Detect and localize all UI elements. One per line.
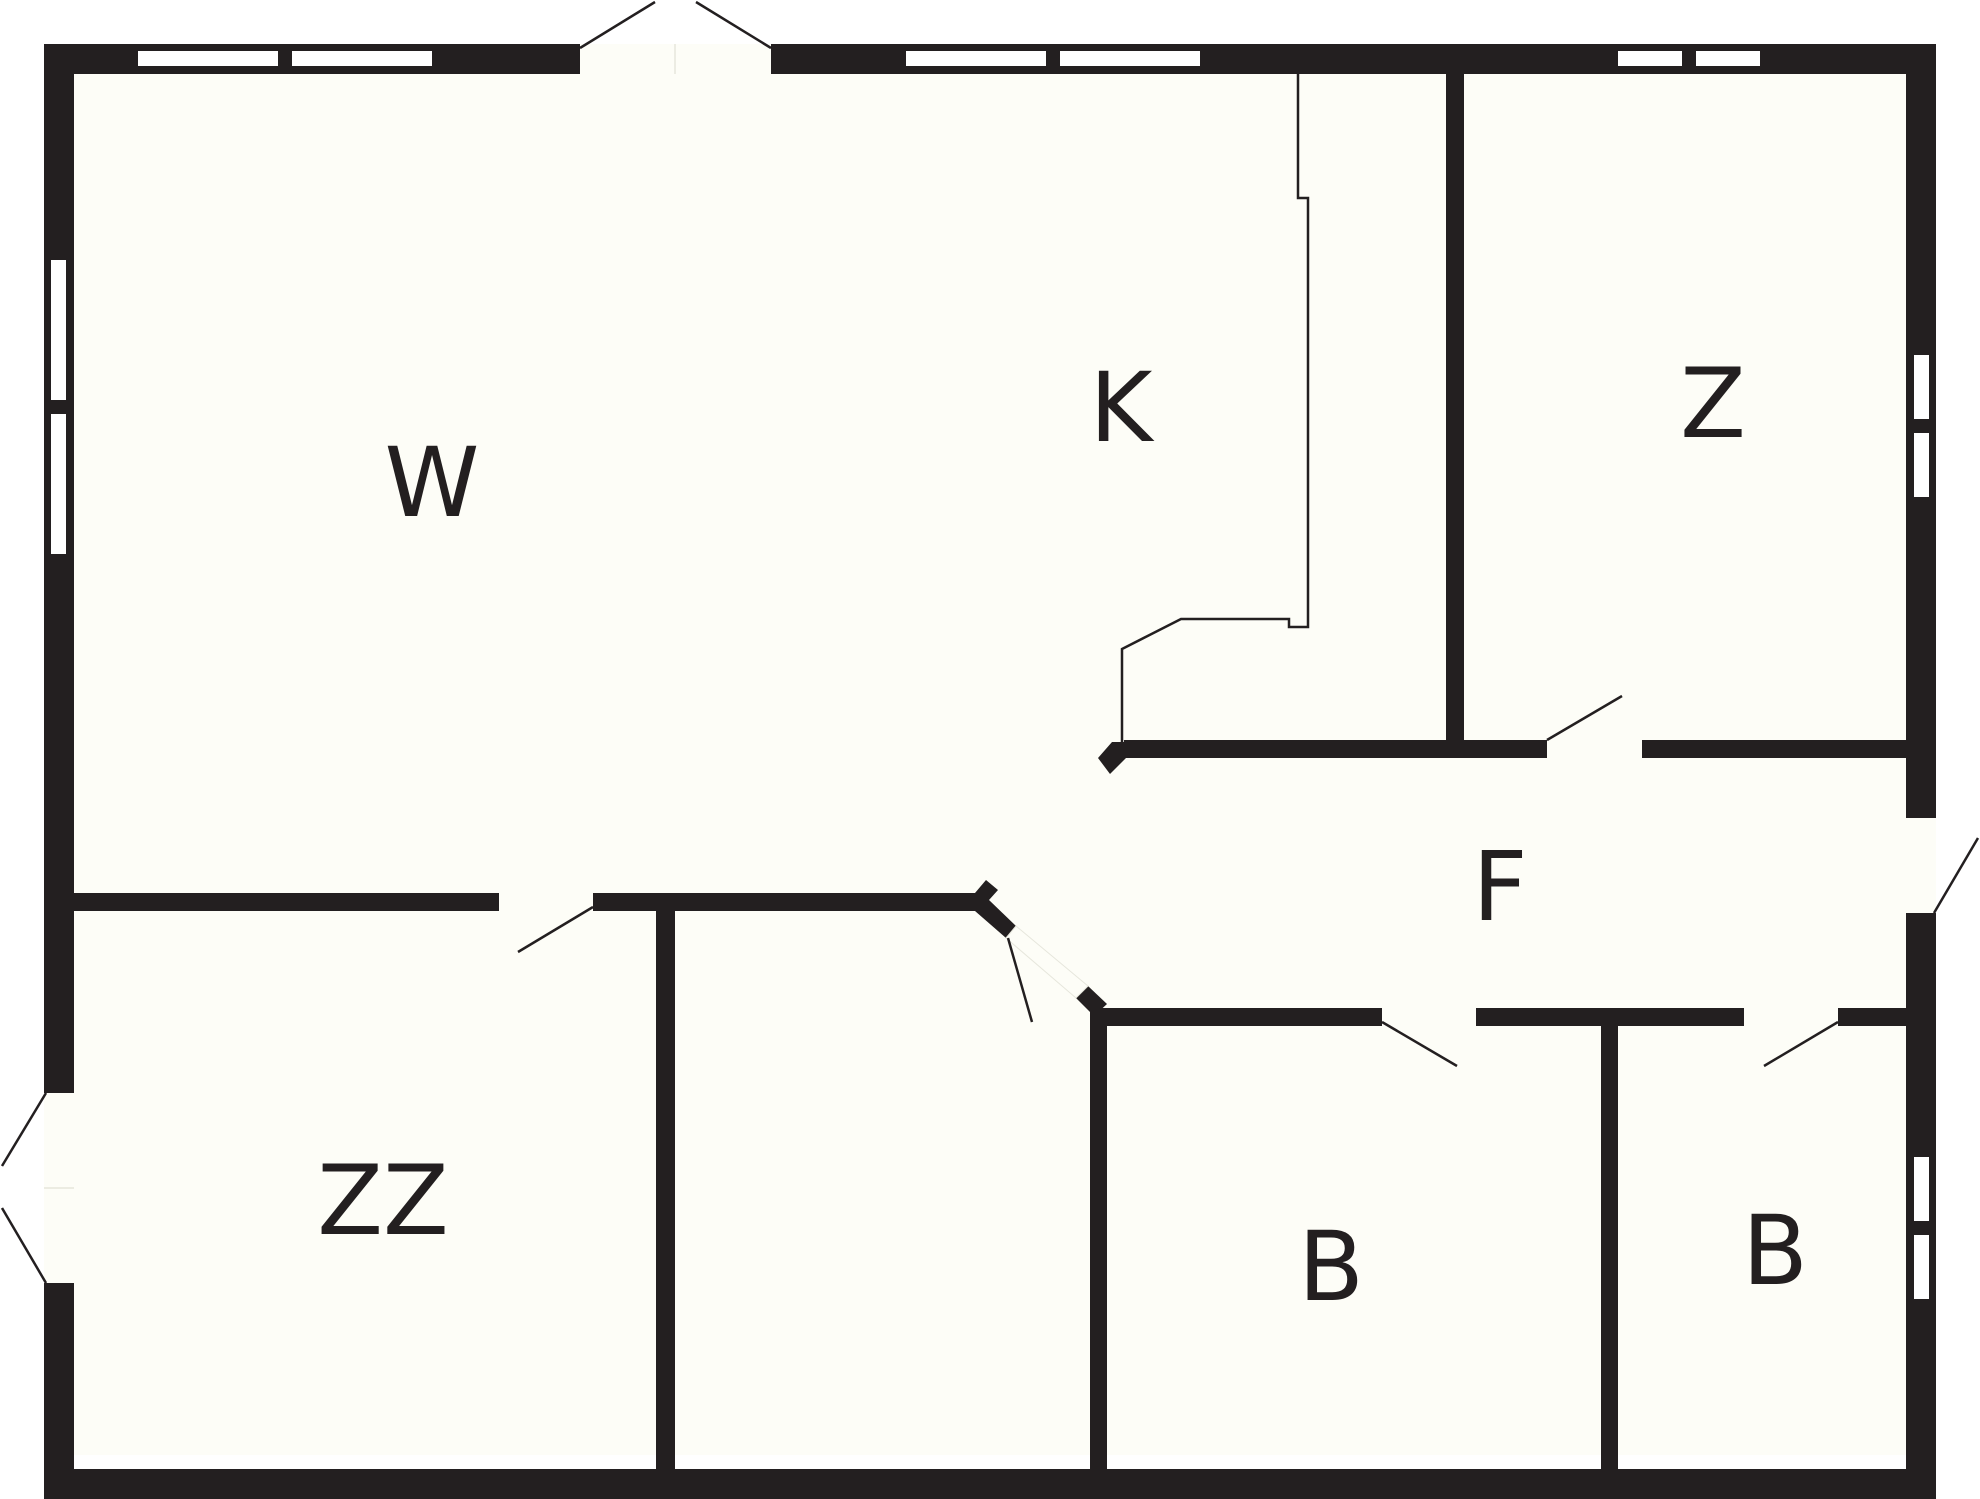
window-left-b — [51, 414, 66, 554]
door-left-lower-leaf — [0, 1207, 48, 1284]
wall-kitchen-bedroom — [1446, 74, 1464, 742]
wall-living-kids-left — [74, 893, 499, 911]
window-top-3b — [1696, 51, 1760, 66]
opening-bedroom-door — [1547, 740, 1642, 758]
wall-hall-bath-3 — [1838, 1008, 1906, 1026]
window-top-1b — [292, 51, 432, 66]
wall-living-kids-right — [593, 893, 975, 911]
window-top-3a — [1618, 51, 1682, 66]
room-label-bathroom-1: B — [1298, 1211, 1364, 1323]
opening-right-entrance — [1906, 818, 1936, 913]
window-right-1a — [1914, 355, 1929, 419]
window-right-2b — [1914, 1235, 1929, 1299]
door-diagonal-leaf — [1006, 937, 1034, 1023]
door-right-entrance-leaf — [1932, 837, 1980, 914]
wall-kids-room-divider — [656, 893, 675, 1469]
room-label-kids-room: ZZ — [317, 1145, 449, 1257]
door-openings — [44, 44, 1936, 1283]
door-top-left-leaf — [579, 0, 656, 50]
window-top-2b — [1060, 51, 1200, 66]
wall-bath-1-left — [1090, 1008, 1107, 1469]
window-top-2a — [906, 51, 1046, 66]
kitchen-counter — [1120, 74, 1310, 742]
window-right-1b — [1914, 433, 1929, 497]
window-top-1a — [138, 51, 278, 66]
room-label-bedroom: Z — [1680, 348, 1746, 460]
wall-diagonal-upper — [975, 880, 1016, 938]
room-label-hallway: F — [1472, 831, 1527, 943]
outer-wall-bottom — [44, 1469, 1936, 1499]
door-swings — [0, 0, 1980, 1284]
wall-kitchen-hall — [1124, 740, 1906, 758]
door-kids-room-leaf — [517, 905, 594, 954]
window-right-2a — [1914, 1157, 1929, 1221]
wall-hall-bath-1 — [1090, 1008, 1382, 1026]
windows — [51, 51, 1929, 1299]
door-bath-2-leaf — [1763, 1020, 1839, 1068]
opening-diagonal-door — [1005, 925, 1089, 999]
door-bedroom-leaf — [1546, 694, 1623, 742]
room-label-kitchen: K — [1090, 352, 1155, 464]
room-label-bathroom-2: B — [1742, 1195, 1808, 1307]
interior-walls — [74, 74, 1906, 1469]
room-labels: W K Z F ZZ B B — [317, 348, 1808, 1323]
room-label-living: W — [385, 427, 480, 539]
door-bath-1-leaf — [1381, 1020, 1458, 1068]
door-top-right-leaf — [695, 0, 772, 50]
wall-bath-divider — [1601, 1008, 1618, 1469]
window-left-a — [51, 260, 66, 400]
wall-kitchen-corner — [1098, 742, 1126, 774]
door-left-upper-leaf — [0, 1092, 48, 1167]
